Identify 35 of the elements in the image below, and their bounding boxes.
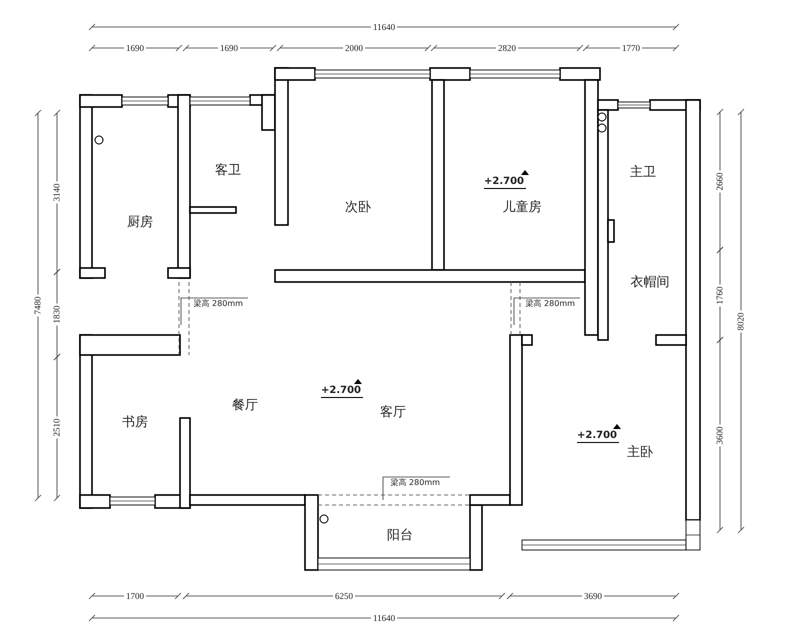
room-name: 衣帽间 — [630, 276, 670, 288]
dimension-text: 2820 — [496, 44, 518, 52]
elevation-text: +2.700 — [577, 431, 620, 443]
dimension-text: 1700 — [124, 592, 146, 600]
dimension-text: 6250 — [333, 592, 355, 600]
room-name: 餐厅 — [232, 398, 258, 412]
room-name: 主卫 — [630, 166, 656, 178]
dimension-text: 2000 — [343, 44, 365, 52]
dimension-text: 3690 — [582, 592, 604, 600]
dimension-text: 11640 — [371, 22, 398, 32]
room-name: 主卧 — [627, 446, 653, 458]
dimension-text: 1690 — [218, 44, 240, 52]
beam-note: 梁高 280mm — [390, 479, 440, 487]
dimension-text: 8020 — [736, 310, 746, 332]
room-name: 客卫 — [215, 164, 241, 176]
dimension-text: 2660 — [716, 170, 724, 192]
beam-note: 梁高 280mm — [194, 300, 243, 308]
dimension-text: 1760 — [716, 284, 724, 306]
room-name: 阳台 — [387, 528, 413, 542]
dimension-text: 1690 — [124, 44, 146, 52]
dimension-text: 1770 — [620, 44, 642, 52]
dimension-text: 3140 — [52, 181, 62, 203]
room-name: 客厅 — [380, 406, 406, 418]
elevation-text: +2.700 — [484, 177, 526, 189]
dimension-text: 2510 — [52, 416, 62, 438]
room-name: 儿童房 — [502, 200, 542, 214]
room-name: 次卧 — [345, 200, 371, 214]
elevation-text: +2.700 — [321, 386, 364, 398]
dimension-text: 3600 — [716, 424, 724, 446]
dimension-text: 1830 — [52, 303, 62, 325]
beam-note: 梁高 280mm — [526, 300, 575, 308]
room-name: 书房 — [122, 416, 148, 428]
room-name: 厨房 — [127, 216, 153, 228]
dimension-text: 7480 — [34, 294, 42, 316]
dimension-text: 11640 — [371, 614, 398, 622]
